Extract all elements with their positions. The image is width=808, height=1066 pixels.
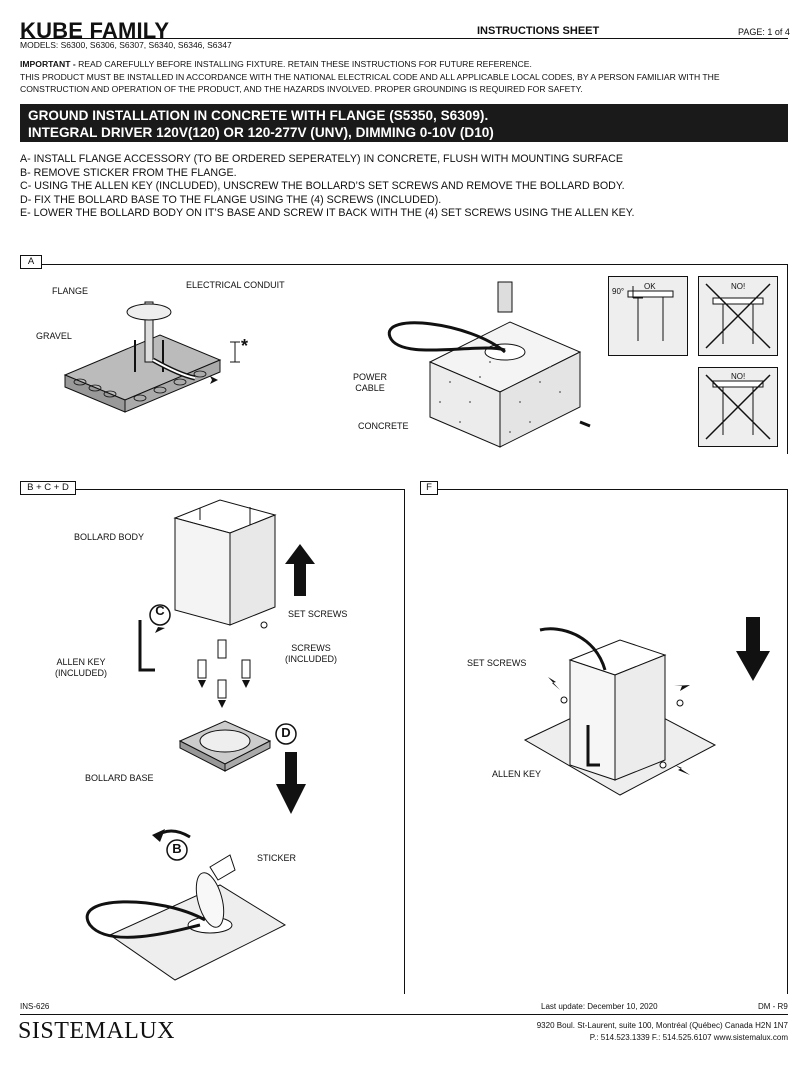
detail-angle: 90° bbox=[612, 287, 625, 296]
detail-no2-label: NO! bbox=[731, 372, 746, 381]
banner-line2: INTEGRAL DRIVER 120V(120) OR 120-277V (U… bbox=[28, 125, 494, 140]
panel-f-tag: F bbox=[420, 481, 438, 495]
panel-f-right-rule bbox=[787, 489, 788, 994]
arrow-up-icon bbox=[285, 544, 315, 596]
footer-rule bbox=[20, 1014, 788, 1015]
sticker-removal-illustration bbox=[85, 829, 287, 981]
screws-illustration bbox=[197, 621, 268, 708]
panel-bcd-tag: B + C + D bbox=[20, 481, 76, 495]
company-address: 9320 Boul. St-Laurent, suite 100, Montré… bbox=[537, 1020, 788, 1043]
step-c: C- USING THE ALLEN KEY (INCLUDED), UNSCR… bbox=[20, 180, 625, 192]
concrete-block-illustration bbox=[387, 281, 591, 448]
label-screws: SCREWS bbox=[291, 643, 331, 653]
section-banner: GROUND INSTALLATION IN CONCRETE WITH FLA… bbox=[20, 104, 788, 142]
sheet-label: INSTRUCTIONS SHEET bbox=[477, 25, 600, 37]
detail-no1-label: NO! bbox=[731, 282, 746, 291]
detail-ok-label: OK bbox=[644, 282, 656, 291]
label-bollard-base: BOLLARD BASE bbox=[85, 773, 154, 783]
panel-bcd-right-rule bbox=[404, 489, 405, 994]
page-number: PAGE: 1 of 4 bbox=[738, 27, 790, 37]
arrow-down-icon bbox=[276, 752, 306, 814]
panel-f-top-rule bbox=[420, 489, 788, 490]
label-set-screws: SET SCREWS bbox=[288, 609, 348, 619]
label-sticker: STICKER bbox=[257, 853, 297, 863]
contact-line: P.: 514.523.1339 F.: 514.525.6107 www.si… bbox=[589, 1032, 788, 1042]
step-e: E- LOWER THE BOLLARD BODY ON IT’S BASE A… bbox=[20, 207, 635, 219]
detail-ok bbox=[608, 276, 688, 356]
steps-list: A- INSTALL FLANGE ACCESSORY (TO BE ORDER… bbox=[20, 153, 790, 221]
models-line: MODELS: S6300, S6306, S6307, S6340, S634… bbox=[20, 40, 232, 50]
detail-no-1 bbox=[698, 276, 778, 356]
allen-key-illustration bbox=[138, 604, 171, 672]
label-allen-key: ALLEN KEY bbox=[56, 657, 106, 667]
bollard-base-illustration bbox=[178, 720, 272, 772]
panel-a-right-rule bbox=[787, 264, 788, 454]
step-a: A- INSTALL FLANGE ACCESSORY (TO BE ORDER… bbox=[20, 153, 623, 165]
last-update: Last update: December 10, 2020 bbox=[541, 1002, 658, 1011]
bollard-body-illustration bbox=[173, 499, 277, 626]
important-prefix: IMPORTANT - bbox=[20, 59, 76, 69]
banner-line1: GROUND INSTALLATION IN CONCRETE WITH FLA… bbox=[28, 108, 489, 123]
revision: DM - R9 bbox=[758, 1002, 788, 1011]
label-bollard-body: BOLLARD BODY bbox=[74, 532, 145, 542]
label-concrete: CONCRETE bbox=[358, 421, 409, 431]
important-line2: THIS PRODUCT MUST BE INSTALLED IN ACCORD… bbox=[20, 71, 720, 95]
detail-no-2 bbox=[698, 367, 778, 447]
step-b-badge: B bbox=[172, 841, 182, 856]
label-cable: CABLE bbox=[355, 383, 385, 393]
panel-bcd-top-rule bbox=[20, 489, 405, 490]
panel-a-top-rule bbox=[20, 264, 788, 265]
step-b: B- REMOVE STICKER FROM THE FLANGE. bbox=[20, 166, 237, 179]
label-gravel: GRAVEL bbox=[36, 331, 72, 341]
important-notice: IMPORTANT - READ CAREFULLY BEFORE INSTAL… bbox=[20, 58, 788, 96]
arrow-down-icon bbox=[736, 617, 770, 681]
header-rule bbox=[20, 38, 788, 39]
address-line: 9320 Boul. St-Laurent, suite 100, Montré… bbox=[536, 1021, 788, 1030]
important-line1: READ CAREFULLY BEFORE INSTALLING FIXTURE… bbox=[75, 59, 532, 69]
label-f-set-screws: SET SCREWS bbox=[467, 658, 527, 668]
label-flange: FLANGE bbox=[52, 286, 89, 296]
flange-gravel-illustration bbox=[63, 301, 240, 413]
panel-a-tag: A bbox=[20, 255, 42, 269]
label-power: POWER bbox=[352, 372, 387, 382]
step-c-badge: C bbox=[155, 603, 165, 618]
step-d: D- FIX THE BOLLARD BASE TO THE FLANGE US… bbox=[20, 193, 442, 206]
label-f-allen-key: ALLEN KEY bbox=[492, 769, 542, 779]
label-electrical-conduit: ELECTRICAL CONDUIT bbox=[186, 280, 285, 290]
label-asterisk: * bbox=[241, 336, 249, 356]
sistemalux-logo: SISTEMALUX bbox=[18, 1018, 176, 1044]
document-number: INS-626 bbox=[20, 1002, 50, 1011]
label-screws-included: (INCLUDED) bbox=[284, 654, 337, 664]
step-d-badge-circle bbox=[275, 723, 297, 745]
label-allen-key-included: (INCLUDED) bbox=[54, 668, 107, 678]
bollard-lowering-illustration bbox=[523, 627, 717, 796]
step-d-badge: D bbox=[281, 725, 291, 740]
